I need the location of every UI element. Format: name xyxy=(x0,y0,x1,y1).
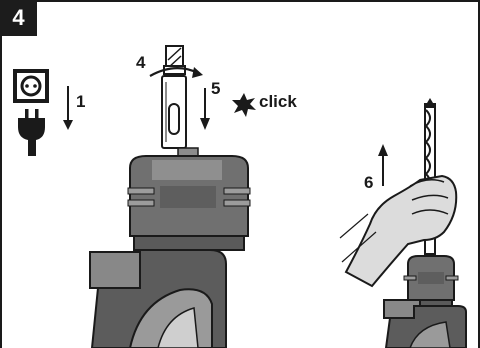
drill-body-right xyxy=(384,300,466,348)
arrow-up-pull xyxy=(378,144,388,186)
power-socket-icon xyxy=(15,71,47,101)
step-4-label: 4 xyxy=(136,54,145,71)
arrow-down-insert xyxy=(200,88,210,130)
drill-body-left xyxy=(90,250,226,348)
chuck-left xyxy=(128,148,250,250)
sds-shank xyxy=(162,76,186,148)
plug-icon xyxy=(18,109,45,156)
step-6-label: 6 xyxy=(364,174,373,191)
step-5-label: 5 xyxy=(211,80,220,97)
arrow-down-unplug xyxy=(63,86,73,130)
step-1-label: 1 xyxy=(76,93,85,110)
click-burst-icon xyxy=(232,93,256,117)
click-label: click xyxy=(259,93,297,110)
